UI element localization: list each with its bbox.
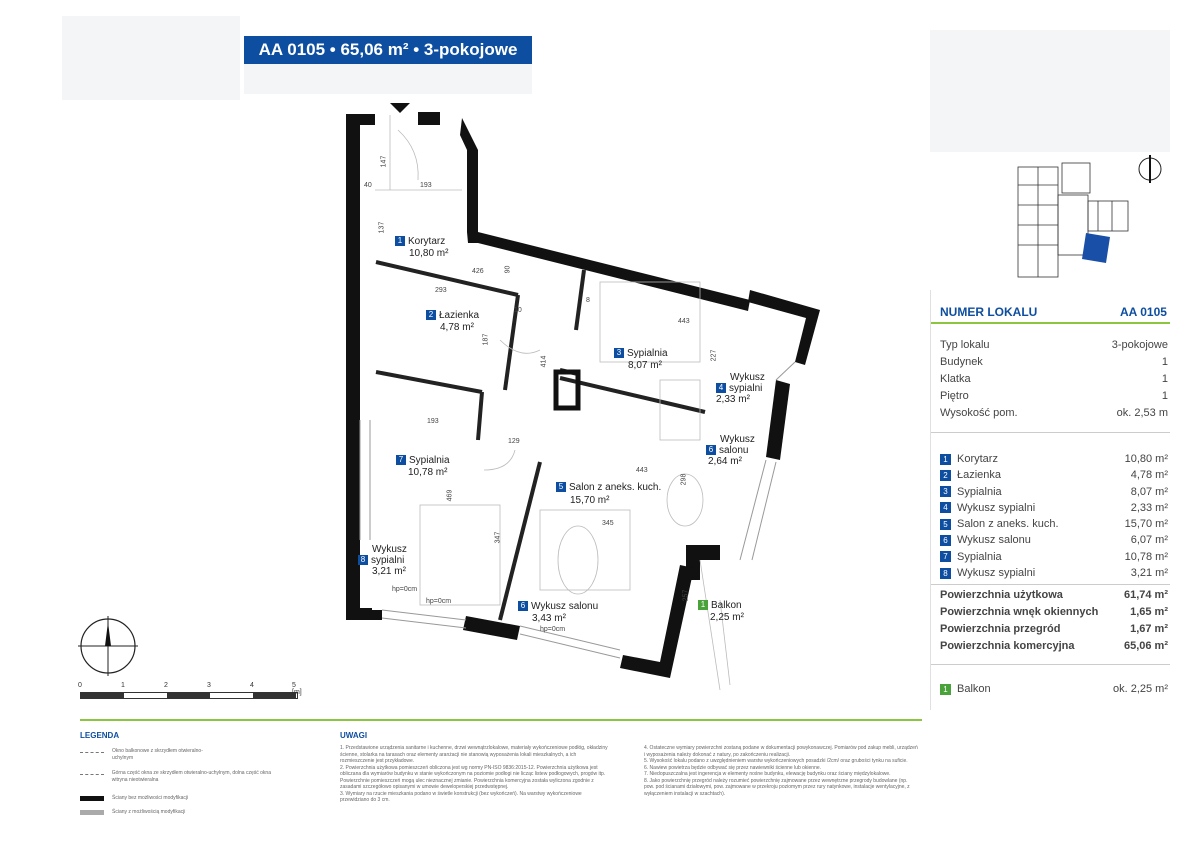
legend-title: LEGENDA: [80, 731, 120, 740]
dim-414: 414: [540, 355, 548, 368]
room-area-balkon: 2,25 m²: [710, 612, 744, 623]
dim-193a: 193: [420, 182, 432, 189]
divider: [930, 290, 931, 710]
room-area-2: 4,78 m²: [440, 322, 474, 333]
dim-426: 426: [472, 268, 484, 275]
legend: Okno balkonowe z skrzydłem otwieralno-uc…: [80, 748, 280, 817]
legend-item: Górna część okna ze skrzydłem otwieralno…: [80, 770, 280, 789]
dim-40: 40: [364, 182, 372, 189]
divider: [930, 664, 1170, 665]
window-icon: [80, 774, 104, 775]
unit-number-label: NUMER LOKALU: [940, 305, 1038, 319]
room-area-5: 15,70 m²: [570, 495, 610, 506]
dim-345: 345: [602, 520, 614, 527]
legend-item: Ściany bez możliwości modyfikacji: [80, 793, 280, 803]
dim-hp-1: hp=0cm: [426, 598, 452, 605]
dim-227: 227: [710, 349, 718, 362]
divider: [930, 322, 1170, 324]
legend-item: Okno balkonowe z skrzydłem otwieralno-uc…: [80, 748, 280, 764]
dim-8: 8: [586, 297, 590, 304]
dim-193b: 193: [427, 418, 439, 425]
scale-tick: 5 [m]: [292, 682, 302, 696]
notes-col-1: 1. Przedstawione urządzenia sanitarne i …: [340, 745, 608, 803]
dim-347: 347: [494, 531, 502, 544]
room-area-1: 10,80 m²: [409, 248, 449, 259]
scale-tick: 4: [250, 682, 254, 689]
notes-title: UWAGI: [340, 731, 368, 740]
partition-wall-icon: [80, 809, 104, 815]
dim-hp-2: hp=0cm: [540, 626, 566, 633]
key-plan: [1017, 155, 1162, 278]
dim-469: 469: [446, 489, 454, 502]
logo-placeholder: [930, 30, 1170, 152]
dim-147: 147: [380, 155, 388, 168]
room-area-3: 8,07 m²: [628, 360, 662, 371]
header-background: [62, 16, 240, 100]
scale-tick: 3: [207, 682, 211, 689]
prop-row: Wysokość pom.ok. 2,53 m: [940, 407, 1168, 419]
window-icon: [80, 752, 104, 753]
dim-257: 257: [682, 589, 690, 602]
dim-10: 10: [514, 307, 522, 314]
compass-icon: [78, 616, 138, 676]
page-title: AA 0105 • 65,06 m² • 3-pokojowe: [244, 36, 532, 64]
dim-443a: 443: [678, 318, 690, 325]
unit-number-value: AA 0105: [1120, 305, 1167, 319]
outer-walls: [346, 112, 820, 678]
room-area-6b: 3,43 m²: [532, 613, 566, 624]
legend-item: Ściany z możliwością modyfikacji: [80, 807, 280, 817]
dim-187: 187: [482, 333, 490, 346]
dim-298: 298: [680, 473, 688, 486]
dim-293: 293: [435, 287, 447, 294]
dim-129: 129: [508, 438, 520, 445]
room-area-7: 10,78 m²: [408, 467, 448, 478]
floor-plan: [346, 103, 820, 690]
header-background-2: [244, 64, 532, 94]
divider: [930, 432, 1170, 433]
scale-tick: 1: [121, 682, 125, 689]
scale-tick: 0: [78, 682, 82, 689]
load-wall-icon: [80, 795, 104, 801]
scale-tick: 2: [164, 682, 168, 689]
dim-hp-3: hp=0cm: [392, 586, 418, 593]
divider: [930, 584, 1170, 585]
dim-137: 137: [378, 221, 386, 234]
notes-col-2: 4. Ostateczne wymiary powierzchni zostan…: [644, 745, 918, 797]
dim-90: 90: [504, 265, 512, 274]
scale-bar: 0 1 2 3 4 5 [m]: [78, 682, 302, 706]
dim-443b: 443: [636, 467, 648, 474]
footer-divider: [80, 719, 922, 721]
